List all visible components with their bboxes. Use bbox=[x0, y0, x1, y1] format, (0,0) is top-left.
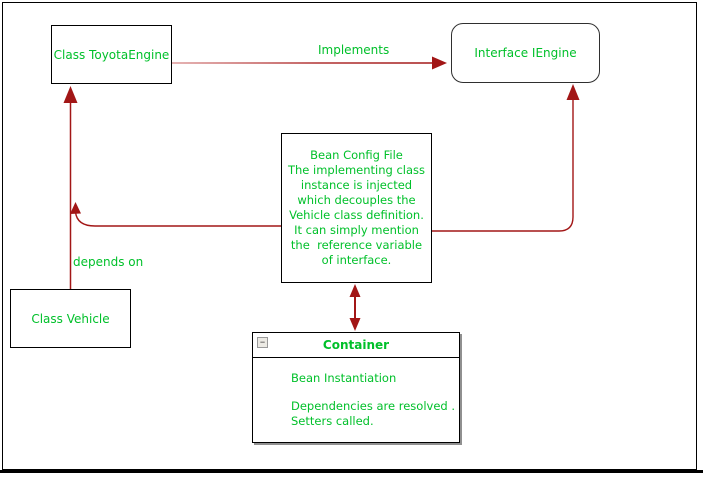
bean-config-node[interactable]: Bean Config File The implementing class … bbox=[281, 133, 432, 283]
bean-config-line: Vehicle class definition. bbox=[289, 208, 424, 222]
container-body-line: Dependencies are resolved . bbox=[291, 399, 456, 413]
container-body: Bean Instantiation Dependencies are reso… bbox=[253, 358, 459, 429]
container-body-line: Bean Instantiation bbox=[291, 371, 397, 385]
bean-config-line: instance is injected bbox=[300, 178, 413, 192]
canvas-bottom-border bbox=[0, 470, 703, 473]
container-body-line: Setters called. bbox=[291, 414, 374, 428]
class-vehicle-label: Class Vehicle bbox=[31, 311, 110, 326]
container-node[interactable]: − Container Bean Instantiation Dependenc… bbox=[252, 332, 460, 443]
class-toyotaengine-label: Class ToyotaEngine bbox=[53, 47, 170, 62]
minus-icon: − bbox=[259, 337, 266, 347]
interface-iengine-label: Interface IEngine bbox=[474, 46, 577, 60]
bean-config-line: Bean Config File bbox=[310, 148, 403, 162]
bean-config-line: It can simply mention bbox=[294, 223, 419, 237]
container-collapse-button[interactable]: − bbox=[257, 337, 268, 348]
container-titlebar: − Container bbox=[253, 333, 459, 358]
class-toyotaengine-node[interactable]: Class ToyotaEngine bbox=[51, 25, 172, 84]
container-body-gap bbox=[291, 386, 451, 399]
bean-config-line: The implementing class bbox=[287, 163, 426, 177]
bean-config-line: which decouples the bbox=[297, 193, 416, 207]
container-title: Container bbox=[322, 338, 390, 352]
depends-on-edge-label: depends on bbox=[72, 255, 145, 269]
class-vehicle-node[interactable]: Class Vehicle bbox=[10, 289, 131, 348]
interface-iengine-node[interactable]: Interface IEngine bbox=[451, 23, 600, 83]
bean-config-line: of interface. bbox=[321, 253, 392, 267]
bean-config-line: the reference variable bbox=[290, 238, 423, 252]
implements-edge-label: Implements bbox=[318, 43, 390, 57]
